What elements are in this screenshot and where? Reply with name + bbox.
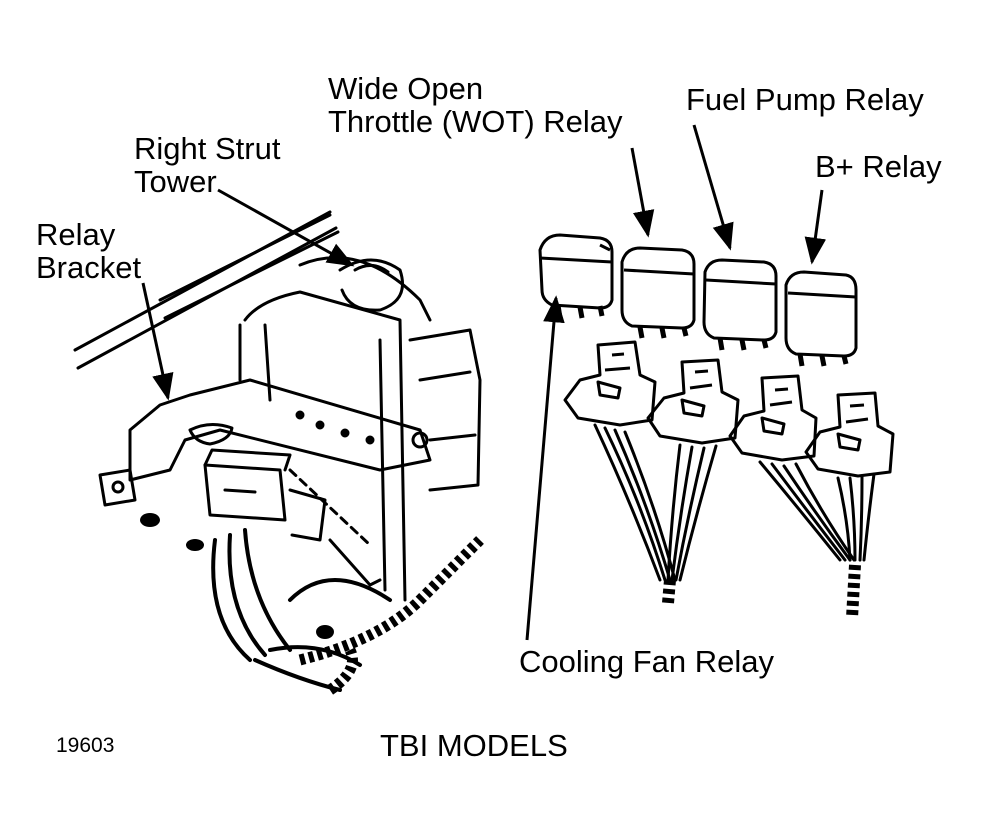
relay-bracket-label-line2: Bracket (36, 250, 142, 285)
figure-caption: TBI MODELS (380, 728, 568, 763)
right-wire-harness-drawing (593, 423, 876, 582)
wot-relay-arrow (630, 147, 655, 238)
b-plus-relay-arrow (804, 189, 827, 265)
left-wire-harness-drawing (211, 528, 392, 692)
left-conduit-drawing (298, 536, 484, 695)
b-plus-relay-label: B+ Relay (815, 149, 942, 184)
fuel-pump-relay-label: Fuel Pump Relay (686, 82, 924, 117)
wot-relay-label-line2: Throttle (WOT) Relay (328, 104, 623, 139)
right-conduit-drawing (662, 564, 861, 619)
relay-bracket-arrow (141, 282, 174, 401)
wot-relay-label-line1: Wide Open (328, 71, 484, 106)
cooling-fan-relay-label: Cooling Fan Relay (519, 644, 775, 679)
body-panel-drawing (73, 210, 482, 602)
figure-number: 19603 (56, 734, 115, 757)
right-strut-tower-label-line1: Right Strut (134, 131, 281, 166)
cooling-fan-relay-arrow (525, 295, 565, 641)
relay-bracket-label-line1: Relay (36, 217, 116, 252)
relay-row-drawing (538, 233, 858, 367)
fastener-drawing (140, 513, 334, 639)
right-strut-tower-arrow (217, 188, 355, 267)
fuel-pump-relay-arrow (692, 124, 734, 251)
right-strut-tower-label-line2: Tower (134, 164, 217, 199)
relay-connector-drawing (563, 340, 895, 478)
leader-lines (141, 124, 827, 641)
